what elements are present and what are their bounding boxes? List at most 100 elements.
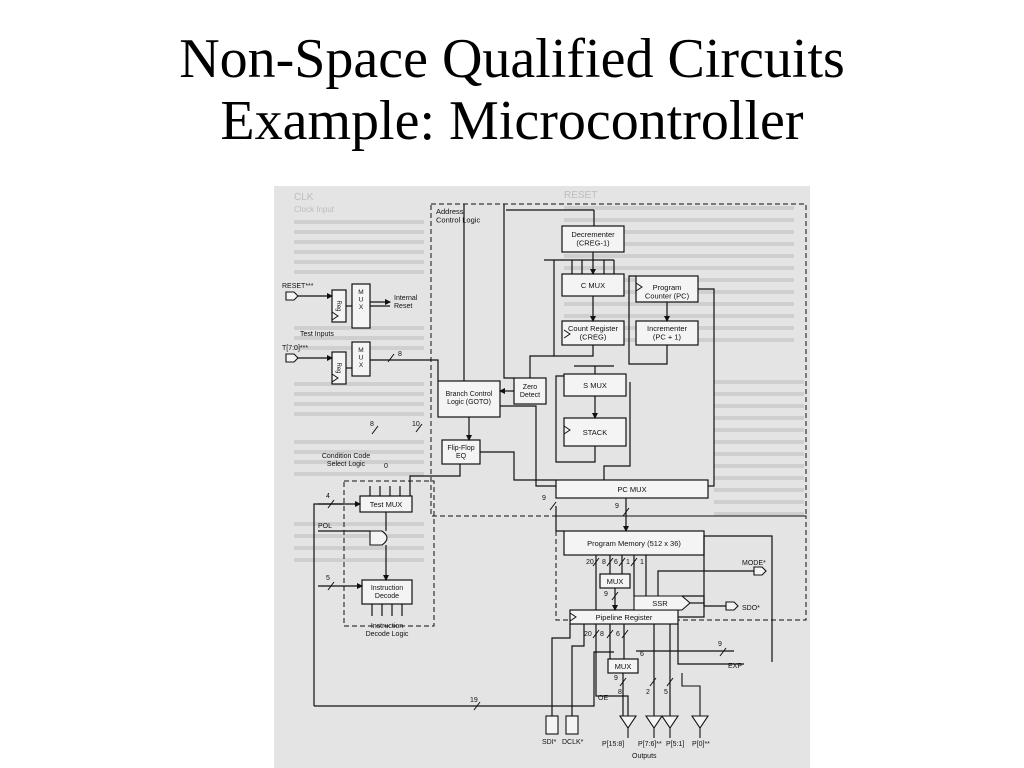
pin-mode: MODE* (742, 560, 766, 567)
branch-control-block (437, 380, 501, 418)
bus-1a: 1 (626, 559, 630, 566)
pol-gate (369, 530, 388, 546)
ssr-block (633, 595, 691, 611)
title-line-1: Non-Space Qualified Circuits (179, 28, 845, 90)
flipflop-block (441, 439, 481, 465)
program-memory-region (555, 515, 807, 621)
pin-sdi: SDI* (542, 739, 557, 746)
bg-reset-heading: RESET (564, 190, 597, 201)
bus-5: 5 (326, 575, 330, 582)
label-line: EQ (456, 453, 467, 460)
decrementer-block (561, 225, 625, 253)
label-line: X (359, 304, 364, 311)
bus-19: 19 (470, 697, 478, 704)
label-line: X (359, 362, 364, 369)
pin-test-inputs: Test Inputs (300, 331, 334, 338)
instruction-decode-block (361, 579, 413, 605)
pin-oe: OE (598, 695, 608, 702)
program-counter-block (635, 275, 699, 303)
label-line: Program (653, 283, 682, 292)
label-smux: S MUX (583, 381, 607, 390)
bus-slashes (327, 353, 727, 711)
label-mux-lower: MUX (615, 662, 632, 671)
clock-marks (331, 282, 643, 622)
pin-exp: EXP (728, 663, 742, 670)
label-test-reg: Reg (335, 362, 341, 373)
bus-6b: 6 (616, 631, 620, 638)
label-cmux: C MUX (581, 281, 605, 290)
label-line: (PC + 1) (653, 333, 682, 342)
bus-20b: 20 (584, 631, 592, 638)
label-line: U (359, 354, 364, 361)
incrementer-text: Incrementer(PC + 1) (647, 324, 688, 342)
label-stack: STACK (583, 428, 607, 437)
bus-0: 0 (384, 463, 388, 470)
pin-t-bus: T[7:0]*** (282, 345, 308, 352)
label-line: Control Logic (436, 216, 480, 225)
label-test-mux: Test MUX (370, 500, 403, 509)
label-line: Incrementer (647, 324, 688, 333)
bus-9e: 9 (614, 675, 618, 682)
bus-9b: 9 (615, 503, 619, 510)
label-line: M (358, 289, 363, 296)
bus-8b: 8 (370, 421, 374, 428)
incrementer-block (635, 320, 699, 346)
pin-p51: P[5:1] (666, 741, 684, 748)
label-line: Decode (375, 593, 399, 600)
bus-1b: 1 (640, 559, 644, 566)
label-line: Address (436, 207, 464, 216)
bus-widths: 8 8 10 0 4 5 9 9 20 8 6 1 1 9 20 8 6 9 6… (326, 351, 722, 704)
bus-9d: 9 (718, 641, 722, 648)
wires (286, 204, 773, 716)
title-line-2: Example: Microcontroller (220, 90, 804, 152)
label-line: Instruction (371, 585, 403, 592)
slide-title: Non-Space Qualified Circuits Example: Mi… (0, 28, 1024, 152)
label-line: U (359, 296, 364, 303)
bus-6c: 6 (640, 651, 644, 658)
bus-20a: 20 (586, 559, 594, 566)
label-line: (CREG-1) (576, 239, 610, 248)
bus-5b: 5 (664, 689, 668, 696)
microcontroller-block-diagram: CLK Clock Input RESET (274, 186, 810, 768)
pin-dclk: DCLK* (562, 739, 584, 746)
pin-p158: P[15:8] (602, 741, 624, 748)
bus-9c: 9 (604, 591, 608, 598)
label-line: Count Register (568, 324, 619, 333)
label-line: Decrementer (571, 230, 615, 239)
label-line: Internal (394, 295, 418, 302)
zero-detect-block (513, 377, 547, 405)
label-line: Counter (PC) (645, 292, 690, 301)
bus-8d: 8 (600, 631, 604, 638)
label-line: Select Logic (327, 461, 366, 468)
label-line: Zero (523, 384, 538, 391)
label-line: Branch Control (446, 391, 493, 398)
label-line: Detect (520, 392, 540, 399)
background-scan-text: CLK Clock Input RESET (294, 190, 804, 562)
label-mux-upper: MUX (607, 577, 624, 586)
pin-pol: POL (318, 523, 332, 530)
bg-clk-sub: Clock Input (294, 205, 335, 214)
label-line: Reset (394, 303, 412, 310)
label-line: Instruction (371, 623, 403, 630)
bg-scan-lines (294, 206, 804, 562)
label-line: Logic (GOTO) (447, 399, 491, 406)
bg-clk-heading: CLK (294, 192, 314, 203)
label-incrementer: Incrementer(PC + 1) (647, 324, 688, 342)
label-line: M (358, 347, 363, 354)
